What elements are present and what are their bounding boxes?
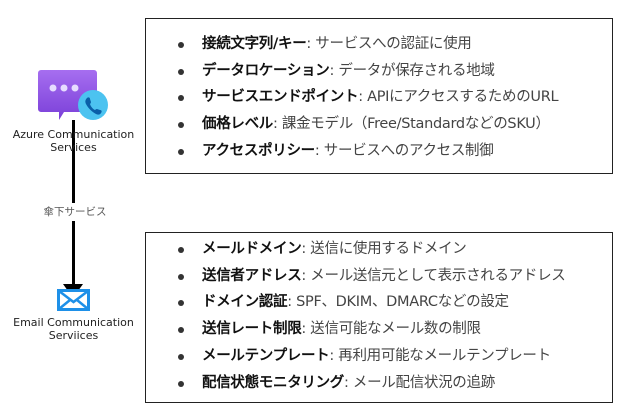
list-item: 送信者アドレス: メール送信元として表示されるアドレス (174, 263, 566, 290)
list-item: データロケーション: データが保存される地域 (174, 58, 558, 85)
ecs-properties-box: メールドメイン: 送信に使用するドメイン 送信者アドレス: メール送信元として表… (145, 232, 613, 403)
edge-label: 傘下サービス (43, 206, 107, 218)
chat-phone-icon (38, 70, 108, 120)
list-item: ドメイン認証: SPF、DKIM、DMARCなどの設定 (174, 289, 565, 316)
list-item: 送信レート制限: 送信可能なメール数の制限 (174, 316, 565, 343)
list-item: サービスエンドポイント: APIにアクセスするためのURL (174, 84, 559, 111)
list-item: 価格レベル: 課金モデル（Free/StandardなどのSKU） (174, 111, 558, 138)
list-item: メールドメイン: 送信に使用するドメイン (174, 236, 565, 263)
list-item: アクセスポリシー: サービスへのアクセス制御 (174, 138, 558, 165)
acs-properties-box: 接続文字列/キー: サービスへの認証に使用 データロケーション: データが保存さ… (145, 18, 613, 174)
acs-label: Azure Communication Services (12, 128, 135, 154)
envelope-icon (57, 289, 90, 311)
list-item: 接続文字列/キー: サービスへの認証に使用 (174, 31, 558, 58)
list-item: 配信状態モニタリング: メール配信状況の追跡 (174, 370, 565, 397)
ecs-label: Email Communication Serviices (13, 316, 134, 342)
list-item: メールテンプレート: 再利用可能なメールテンプレート (174, 343, 565, 370)
